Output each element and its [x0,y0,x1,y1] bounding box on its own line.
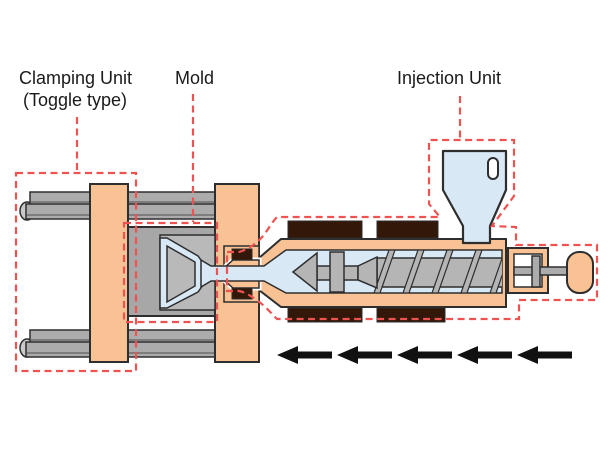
screw-flight [402,250,425,293]
clamping-unit-label-line2: (Toggle type) [23,90,127,110]
injection-unit-label: Injection Unit [397,68,501,88]
heater-band [376,220,439,239]
nozzle-heater-band [231,248,253,261]
left-arrow [457,346,512,364]
nozzle-heater-band [231,287,253,300]
screw-flights [373,250,502,293]
hopper-window [487,157,499,180]
left-arrow [277,346,332,364]
left-arrow [337,346,392,364]
drive-handle [566,251,594,294]
check-ring [329,251,345,293]
annotations [14,94,599,373]
clamping-unit-label-line1: Clamping Unit [19,68,132,88]
left-arrow [517,346,572,364]
moving-platen [89,183,129,363]
mold-core [166,244,196,304]
drive-rod [513,266,572,276]
screw-root-cone [357,255,378,290]
injection-drive [507,247,594,294]
mold-outline [122,221,219,324]
screw-flight [373,250,396,293]
drive-piston [531,255,541,288]
hopper [441,149,508,245]
heater-band [287,220,363,239]
screw [291,250,502,293]
screw-flight [431,250,454,293]
mold-label: Mold [175,68,214,88]
screw-tip [291,251,318,293]
screw-flight [460,250,483,293]
direction-arrows [277,346,572,364]
left-arrow [397,346,452,364]
injection-unit-outline [225,138,599,321]
screw-flight [489,256,502,293]
clamping-unit-outline [14,171,138,373]
